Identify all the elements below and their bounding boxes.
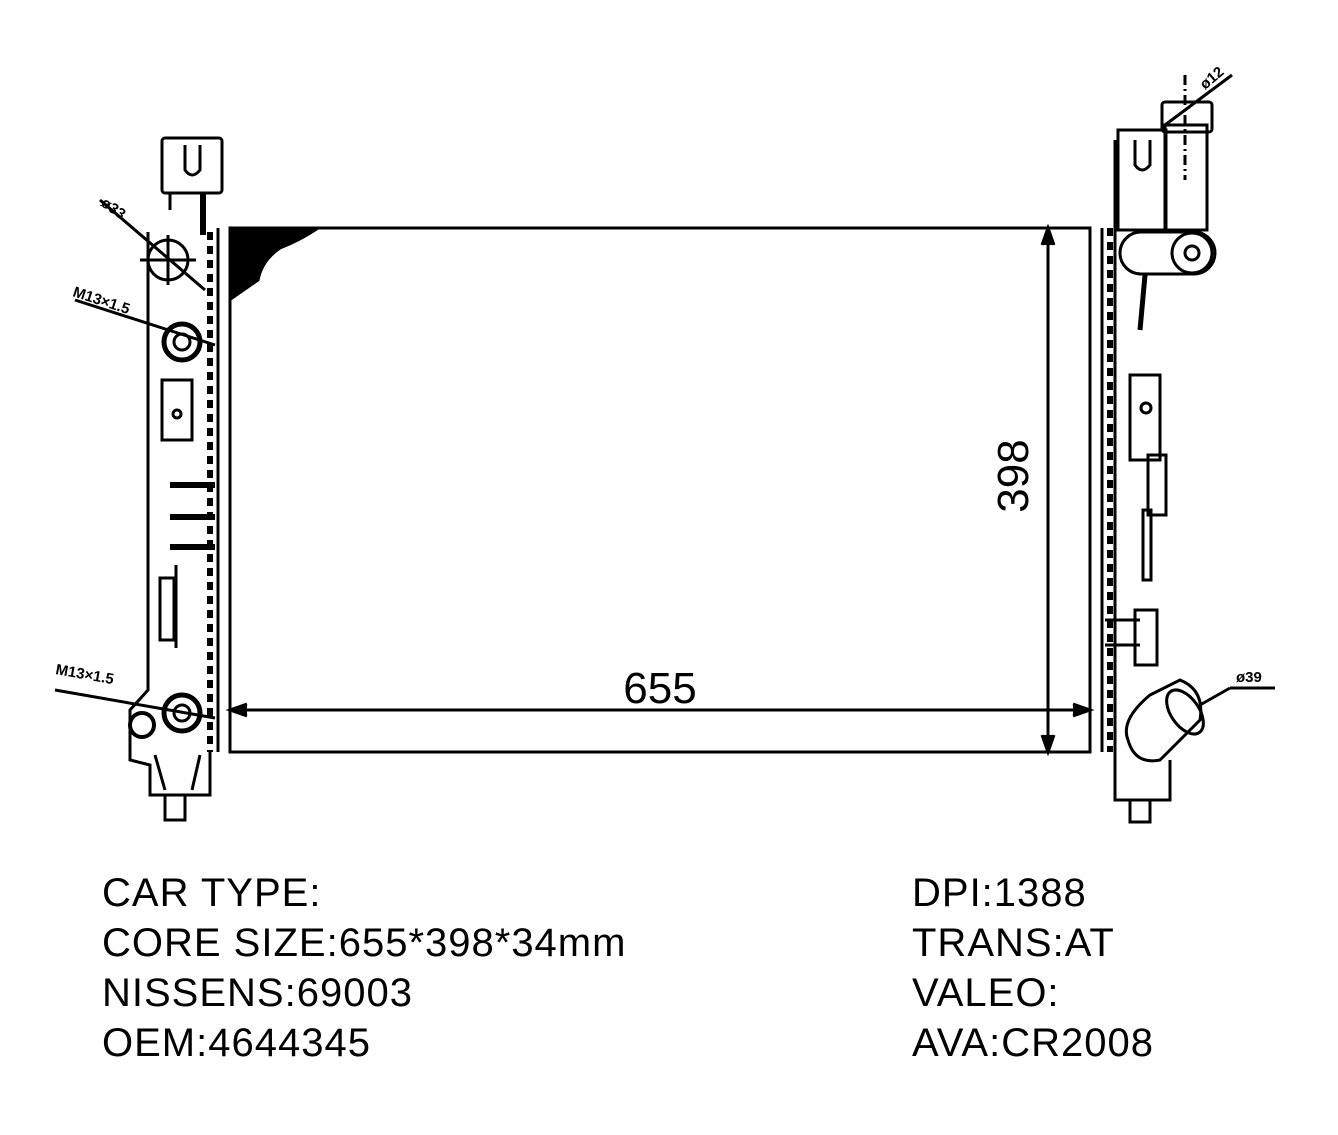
- dimension-lines: [225, 223, 1095, 757]
- outlet-diameter-callout: ø39: [1236, 669, 1262, 686]
- left-tank: [54, 136, 224, 822]
- spec-label: OEM:: [102, 1021, 209, 1065]
- drain-thread-top-callout: M13×1.5: [71, 284, 132, 318]
- spec-value: AT: [1064, 921, 1115, 965]
- spec-nissens: NISSENS:69003: [102, 968, 626, 1018]
- drain-thread-bottom-callout: M13×1.5: [54, 661, 115, 688]
- spec-value: CR2008: [1001, 1021, 1154, 1065]
- spec-dpi: DPI:1388: [912, 868, 1154, 918]
- right-tank: [1105, 73, 1275, 824]
- spec-label: NISSENS:: [102, 971, 297, 1015]
- spec-value: 1388: [993, 871, 1087, 915]
- spec-label: DPI:: [912, 871, 994, 915]
- spec-ava: AVA:CR2008: [912, 1018, 1154, 1068]
- radiator-core: [216, 226, 1104, 754]
- spec-trans: TRANS:AT: [912, 918, 1154, 968]
- specs-left: CAR TYPE: CORE SIZE:655*398*34mm NISSENS…: [102, 868, 626, 1068]
- spec-oem: OEM:4644345: [102, 1018, 626, 1068]
- spec-value: 655*398*34mm: [338, 921, 627, 965]
- spec-core-size: CORE SIZE:655*398*34mm: [102, 918, 626, 968]
- height-dimension: 398: [989, 439, 1038, 512]
- width-dimension: 655: [623, 664, 696, 713]
- spec-label: TRANS:: [912, 921, 1065, 965]
- cap-diameter-callout: ø12: [1197, 63, 1228, 93]
- specs-right: DPI:1388 TRANS:AT VALEO: AVA:CR2008: [912, 868, 1154, 1068]
- spec-value: 69003: [296, 971, 413, 1015]
- spec-label: VALEO:: [912, 971, 1060, 1015]
- spec-value: 4644345: [208, 1021, 371, 1065]
- spec-label: CAR TYPE:: [102, 871, 322, 915]
- spec-car-type: CAR TYPE:: [102, 868, 626, 918]
- spec-label: CORE SIZE:: [102, 921, 339, 965]
- spec-valeo: VALEO:: [912, 968, 1154, 1018]
- spec-label: AVA:: [912, 1021, 1002, 1065]
